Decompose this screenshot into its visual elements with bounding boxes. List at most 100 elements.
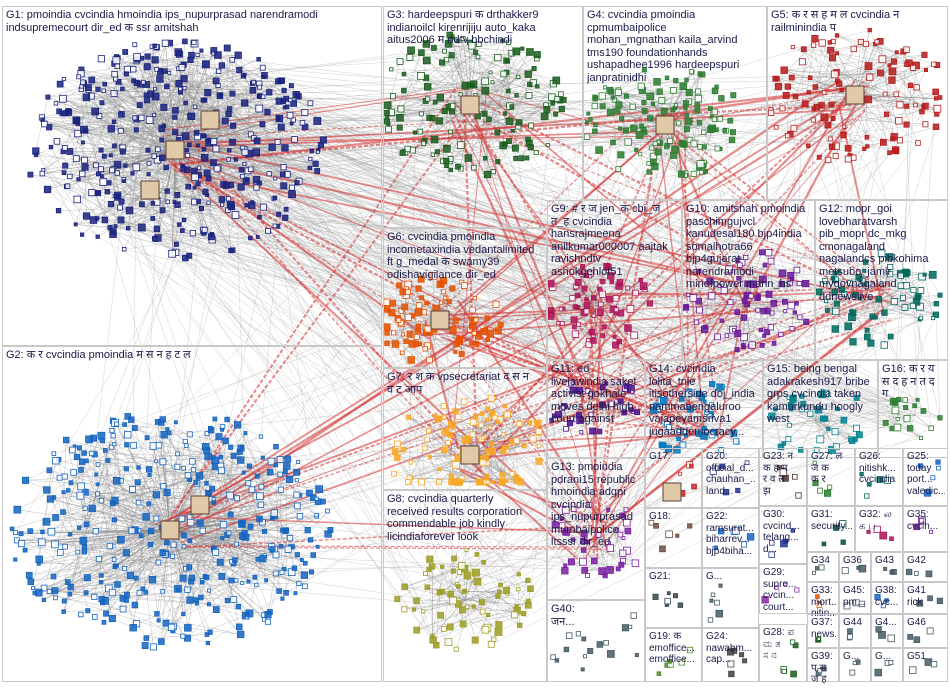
edge-link [221, 65, 797, 304]
edge-link [157, 237, 398, 445]
edge-link [110, 155, 574, 391]
edge-link [914, 91, 936, 406]
edge-link [388, 124, 444, 281]
edge-link [141, 58, 183, 68]
edge-link [163, 75, 265, 108]
edge-link [897, 85, 911, 420]
edge-link [67, 185, 679, 440]
edge-link [443, 283, 552, 293]
edge-link [189, 324, 501, 435]
edge-link [154, 45, 218, 169]
edge-link [456, 411, 634, 585]
edge-link [814, 86, 893, 429]
edge-link [77, 199, 106, 221]
edge-link [141, 203, 759, 296]
edge-link [598, 149, 826, 394]
edge-link [272, 312, 622, 519]
edge-link [898, 314, 937, 400]
edge-link [537, 423, 562, 520]
edge-link [640, 279, 735, 434]
edge-link [277, 226, 618, 530]
edge-link [230, 184, 623, 554]
edge-link [579, 336, 891, 421]
edge-link [120, 219, 429, 330]
edge-link [116, 42, 170, 61]
edge-link [123, 55, 192, 182]
edge-link [174, 149, 293, 195]
edge-link [123, 179, 611, 571]
edge-link [284, 107, 594, 299]
edge-link [179, 138, 908, 273]
edge-link [47, 189, 98, 237]
edge-link [935, 314, 941, 418]
edge-link [203, 232, 585, 571]
edge-link [47, 96, 176, 151]
edge-link [84, 166, 194, 234]
edge-link [584, 104, 620, 289]
edge-link [484, 113, 566, 571]
edge-link [110, 59, 191, 156]
edge-link [215, 148, 859, 278]
edge-link [618, 108, 686, 569]
edge-link [257, 236, 508, 594]
edge-link [53, 287, 628, 454]
edge-link [785, 95, 908, 273]
edge-link [41, 117, 176, 151]
edge-link [256, 179, 575, 328]
edge-link [55, 103, 176, 151]
edge-link [244, 74, 260, 218]
edge-link [175, 143, 424, 253]
edge-link [152, 203, 605, 328]
edge-link [128, 83, 260, 229]
edge-link [104, 219, 164, 420]
edge-link [62, 98, 176, 151]
edge-link [35, 150, 83, 235]
edge-link [68, 57, 119, 111]
edge-link [491, 427, 932, 645]
edge-link [175, 252, 468, 576]
edge-link [775, 399, 906, 410]
edge-link [122, 151, 388, 334]
edge-link [582, 301, 895, 562]
edge-link [602, 271, 840, 295]
edge-link [235, 159, 896, 411]
edge-link [156, 53, 214, 70]
edge-link [141, 204, 405, 610]
edge-link [225, 120, 524, 614]
edge-link [244, 152, 594, 299]
edge-link [605, 344, 885, 576]
edge-link [204, 65, 869, 231]
edge-link [574, 326, 941, 419]
edge-link [174, 131, 700, 395]
edge-link [25, 297, 422, 481]
edge-link [113, 231, 392, 313]
edge-link [588, 113, 857, 429]
edge-link [178, 83, 444, 407]
edge-link [244, 164, 433, 636]
edge-link [553, 415, 609, 510]
edge-link [115, 225, 922, 439]
edge-link [50, 146, 65, 173]
edge-link [163, 67, 183, 126]
edge-link [267, 230, 482, 426]
edge-link [141, 78, 185, 228]
edge-link [156, 47, 578, 296]
edge-link [121, 58, 259, 115]
edge-link [133, 69, 918, 298]
edge-link [86, 97, 230, 110]
edge-link [156, 214, 236, 495]
edge-link [792, 42, 823, 400]
edge-link [75, 204, 223, 225]
edge-link [296, 182, 932, 429]
edge-link [41, 117, 204, 231]
edge-link [147, 66, 842, 290]
edge-link [103, 90, 297, 95]
edge-link [49, 509, 609, 592]
edge-link [482, 393, 826, 612]
edge-link [476, 167, 700, 345]
edge-link [30, 174, 611, 571]
edge-link [499, 317, 922, 593]
edge-link [185, 257, 616, 346]
edge-link [528, 95, 921, 291]
edge-link [244, 74, 845, 421]
